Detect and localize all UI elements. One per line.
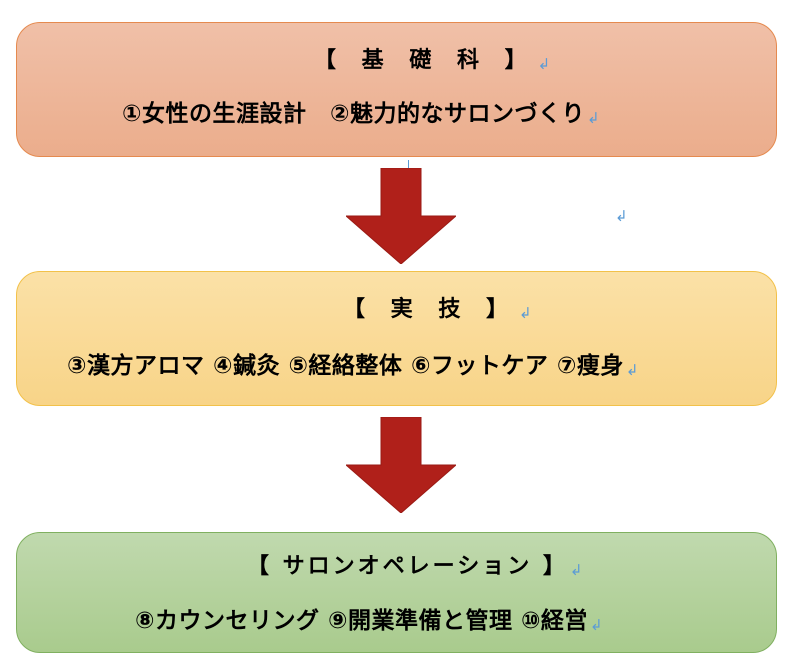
stage-2-items-text: ③漢方アロマ ④鍼灸 ⑤経絡整体 ⑥フットケア ⑦痩身 — [67, 353, 624, 379]
paragraph-mark-icon: ↲ — [537, 55, 551, 73]
stage-3-items-text: ⑧カウンセリング ⑨開業準備と管理 ⑩経営 — [135, 608, 588, 634]
stage-3-heading-text: 【 サロンオペレーション 】 — [247, 554, 568, 579]
paragraph-mark-icon: ↲ — [589, 616, 603, 634]
paragraph-mark-icon: ↲ — [586, 109, 600, 127]
anchor-line — [408, 160, 409, 169]
paragraph-mark-icon: ↲ — [569, 561, 583, 579]
down-arrow-icon — [346, 168, 456, 264]
paragraph-mark-icon: ↲ — [625, 361, 639, 379]
stage-1-items: ①女性の生涯設計 ②魅力的なサロンづくり↲ — [122, 103, 600, 126]
stage-3-items: ⑧カウンセリング ⑨開業準備と管理 ⑩経営↲ — [135, 610, 603, 633]
paragraph-mark-icon: ↲ — [518, 304, 532, 322]
down-arrow-shape — [346, 417, 456, 513]
stage-box-basic — [16, 22, 777, 157]
stage-1-items-text: ①女性の生涯設計 ②魅力的なサロンづくり — [122, 101, 585, 127]
stage-2-heading-text: 【 実 技 】 — [343, 297, 517, 322]
stage-3-heading: 【 サロンオペレーション 】↲ — [247, 556, 582, 578]
stage-1-heading-text: 【 基 礎 科 】 — [314, 48, 536, 73]
stage-box-practical — [16, 271, 777, 406]
stage-1-heading: 【 基 礎 科 】↲ — [314, 50, 550, 72]
paragraph-mark-icon: ↲ — [615, 207, 628, 225]
stage-2-heading: 【 実 技 】↲ — [343, 299, 532, 321]
down-arrow-shape — [346, 168, 456, 264]
down-arrow-icon — [346, 417, 456, 513]
stage-box-salon-operation — [16, 532, 777, 653]
stage-2-items: ③漢方アロマ ④鍼灸 ⑤経絡整体 ⑥フットケア ⑦痩身↲ — [67, 355, 638, 378]
